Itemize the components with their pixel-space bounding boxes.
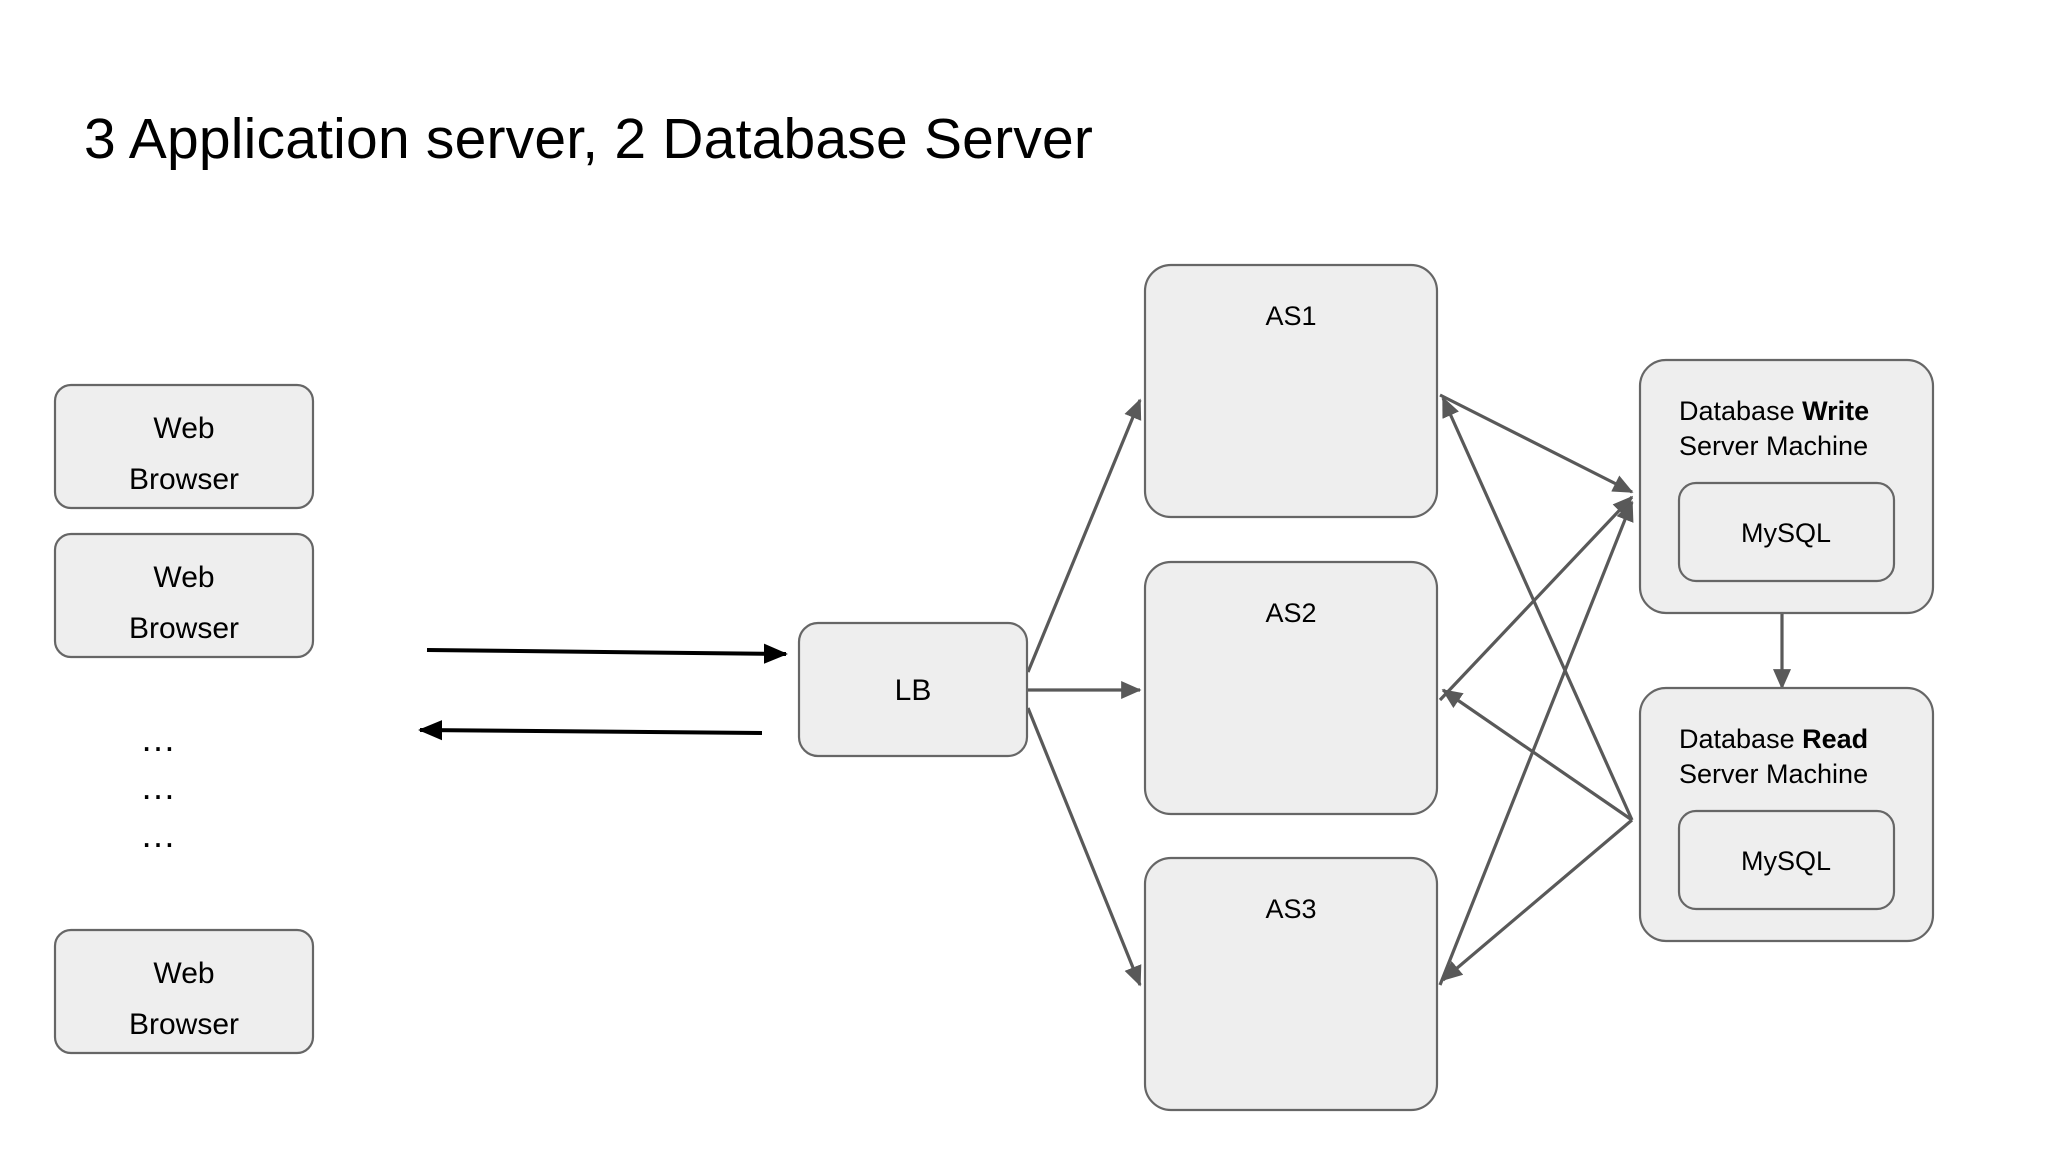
- link-read-db-to-as1: [1441, 396, 1634, 821]
- web-browser-node-2[interactable]: Web Browser: [53, 532, 315, 659]
- app-server-label: AS3: [1265, 894, 1316, 924]
- database-read-title-prefix: Database: [1679, 724, 1802, 754]
- database-write-subtitle: Server Machine: [1679, 431, 1868, 461]
- client-lb-connections: [418, 643, 788, 741]
- web-browser-label-line1: Web: [153, 561, 214, 594]
- lb-to-appserver-links: [1026, 398, 1142, 987]
- app-server-node-as3[interactable]: AS3: [1143, 856, 1439, 1112]
- database-write-server-node[interactable]: Database Write Server Machine MySQL: [1638, 358, 1935, 615]
- web-browser-node-3[interactable]: Web Browser: [53, 928, 315, 1055]
- web-browser-label-line1: Web: [153, 412, 214, 445]
- ellipsis-row-1: …: [140, 718, 177, 759]
- link-read-db-to-as2: [1441, 688, 1633, 822]
- database-write-title-emphasis: Write: [1802, 396, 1869, 426]
- arrow-client-to-lb: [426, 643, 788, 664]
- web-browser-node-1[interactable]: Web Browser: [53, 383, 315, 510]
- link-as3-to-write-db: [1438, 500, 1634, 986]
- database-write-title-prefix: Database: [1679, 396, 1802, 426]
- link-as2-to-write-db: [1438, 495, 1634, 702]
- web-browser-label-line2: Browser: [129, 463, 239, 496]
- database-write-title: Database Write: [1679, 396, 1869, 426]
- app-server-node-as1[interactable]: AS1: [1143, 263, 1439, 519]
- database-read-server-node[interactable]: Database Read Server Machine MySQL: [1638, 686, 1935, 943]
- ellipsis-row-2: …: [140, 766, 177, 807]
- read-db-to-appserver-links: [1441, 396, 1634, 982]
- web-browser-label-line1: Web: [153, 957, 214, 990]
- link-lb-to-as1: [1026, 398, 1142, 673]
- clients-ellipsis-group: … … …: [140, 715, 177, 859]
- app-server-label: AS1: [1265, 301, 1316, 331]
- link-as1-to-write-db: [1439, 393, 1634, 494]
- load-balancer-node[interactable]: LB: [797, 621, 1029, 758]
- app-server-label: AS2: [1265, 598, 1316, 628]
- link-read-db-to-as3: [1441, 818, 1634, 982]
- web-browser-label-line2: Browser: [129, 1008, 239, 1041]
- mysql-engine-label: MySQL: [1741, 846, 1831, 876]
- app-server-node-as2[interactable]: AS2: [1143, 560, 1439, 816]
- link-lb-to-as3: [1026, 707, 1142, 987]
- mysql-engine-label: MySQL: [1741, 518, 1831, 548]
- web-browser-label-line2: Browser: [129, 612, 239, 645]
- mysql-engine-box-write[interactable]: MySQL: [1677, 481, 1896, 583]
- database-read-title-emphasis: Read: [1802, 724, 1868, 754]
- database-read-title: Database Read: [1679, 724, 1868, 754]
- mysql-engine-box-read[interactable]: MySQL: [1677, 809, 1896, 911]
- load-balancer-label: LB: [895, 674, 932, 707]
- database-read-subtitle: Server Machine: [1679, 759, 1868, 789]
- appserver-to-write-db-links: [1438, 393, 1634, 986]
- arrow-lb-to-client: [418, 720, 763, 741]
- page-title: 3 Application server, 2 Database Server: [84, 107, 1094, 171]
- ellipsis-row-3: …: [140, 814, 177, 855]
